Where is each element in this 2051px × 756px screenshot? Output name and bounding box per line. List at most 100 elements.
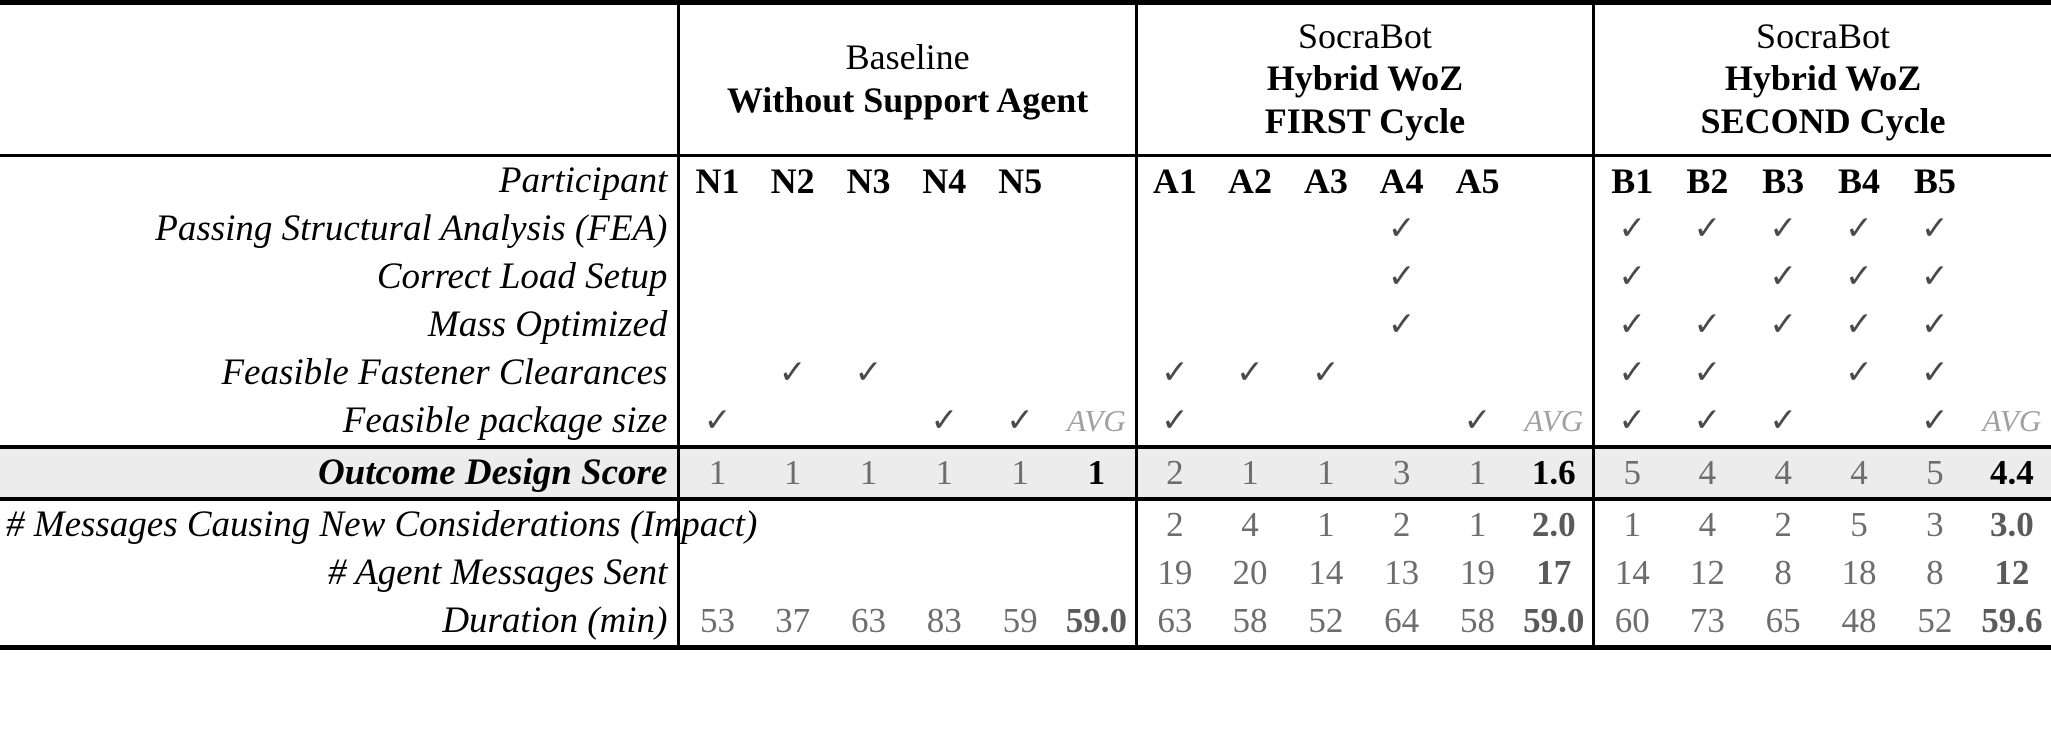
cell-value: 60 xyxy=(1592,597,1670,651)
cell-value: 1 xyxy=(830,445,907,502)
cell-value xyxy=(677,549,755,598)
cell-checkmark: ✓ xyxy=(1769,211,1797,248)
cell-value: 3 xyxy=(1363,445,1440,502)
cell-value: 4 xyxy=(1241,505,1259,545)
cell-checkmark xyxy=(982,253,1058,301)
cell-average: 1 xyxy=(1058,445,1137,502)
cell-value: 52 xyxy=(1896,597,1973,651)
cell-average: 59.0 xyxy=(1515,597,1594,651)
cell-value: B1 xyxy=(1592,154,1670,206)
cell-value xyxy=(831,549,907,597)
cell-value: 14 xyxy=(1592,549,1670,598)
cell-value: 3 xyxy=(1926,505,1944,545)
cell-checkmark xyxy=(1821,397,1897,447)
cell-value: 2 xyxy=(1134,445,1213,502)
row-label: # Agent Messages Sent xyxy=(327,552,668,594)
cell-value: 53 xyxy=(677,597,755,651)
cell-value: 52 xyxy=(1287,597,1364,651)
cell-checkmark: ✓ xyxy=(1312,355,1340,392)
cell-checkmark xyxy=(1212,301,1288,349)
group-header-line1: SocraBot xyxy=(1297,16,1432,56)
cell-value: 63 xyxy=(830,597,907,651)
row-label: # Messages Causing New Considerations (I… xyxy=(6,504,758,546)
cell-checkmark: ✓ xyxy=(1693,355,1722,392)
cell-value: B5 xyxy=(1896,154,1973,206)
cell-value: 14 xyxy=(1308,553,1344,593)
cell-average xyxy=(1973,253,2051,301)
cell-checkmark xyxy=(982,349,1058,397)
cell-value: 4 xyxy=(1669,445,1746,502)
cell-average xyxy=(1972,154,2051,206)
cell-value: A5 xyxy=(1439,154,1516,206)
cell-value: 58 xyxy=(1212,597,1288,651)
cell-checkmark: ✓ xyxy=(1769,403,1797,440)
cell-value: A4 xyxy=(1363,154,1440,206)
cell-average: 2.0 xyxy=(1531,505,1576,545)
cell-checkmark: ✓ xyxy=(1592,301,1670,350)
cell-value: B4 xyxy=(1821,154,1897,206)
cell-value xyxy=(982,549,1058,597)
cell-value: 5 xyxy=(1850,505,1868,545)
cell-checkmark xyxy=(831,253,907,301)
cell-checkmark: ✓ xyxy=(1592,253,1670,302)
cell-average xyxy=(1973,205,2051,253)
cell-checkmark xyxy=(1288,253,1364,301)
cell-value xyxy=(906,499,982,549)
group-header-line1: Baseline xyxy=(845,37,970,78)
cell-value: 1 xyxy=(677,445,755,502)
cell-checkmark: ✓ xyxy=(1006,403,1034,440)
cell-checkmark xyxy=(1440,205,1516,253)
cell-checkmark xyxy=(1134,253,1213,302)
cell-value xyxy=(677,499,755,550)
cell-checkmark: ✓ xyxy=(1769,259,1797,296)
cell-value: 64 xyxy=(1363,597,1440,651)
cell-value: 65 xyxy=(1745,597,1822,651)
row-label: Duration (min) xyxy=(0,597,679,651)
cell-value: 19 xyxy=(1459,553,1495,593)
cell-average xyxy=(1058,205,1136,253)
cell-average xyxy=(1973,349,2051,397)
cell-checkmark: ✓ xyxy=(1920,355,1949,392)
cell-value: 2 xyxy=(1392,505,1411,545)
cell-value: 18 xyxy=(1841,553,1877,593)
table-row: # Messages Causing New Considerations (I… xyxy=(0,499,2051,550)
cell-average xyxy=(1515,349,1593,397)
cell-value: 59 xyxy=(982,597,1059,651)
cell-checkmark xyxy=(1440,253,1516,301)
cell-checkmark: ✓ xyxy=(1592,349,1670,398)
cell-value: 4 xyxy=(1698,505,1717,545)
cell-checkmark xyxy=(906,349,982,397)
cell-checkmark xyxy=(982,205,1058,253)
cell-value: N2 xyxy=(754,154,831,206)
cell-checkmark: ✓ xyxy=(1920,307,1949,344)
cell-value: 4 xyxy=(1745,445,1822,502)
cell-value xyxy=(982,499,1058,549)
group-header-line2: Hybrid WoZ xyxy=(1266,58,1464,99)
cell-value: A3 xyxy=(1287,154,1364,206)
row-label: Passing Structural Analysis (FEA) xyxy=(155,208,668,250)
cell-average xyxy=(1058,301,1136,349)
cell-checkmark xyxy=(1212,205,1288,253)
row-label: Participant xyxy=(0,154,679,206)
cell-average xyxy=(1515,253,1593,301)
cell-checkmark xyxy=(1288,301,1364,349)
cell-checkmark: ✓ xyxy=(1845,355,1873,392)
cell-average xyxy=(1058,253,1136,301)
cell-value: 5 xyxy=(1592,445,1670,502)
cell-average: 59.6 xyxy=(1972,597,2051,651)
group-header-line1: SocraBot xyxy=(1756,16,1891,56)
cell-checkmark xyxy=(982,301,1058,349)
cell-checkmark xyxy=(1212,397,1288,447)
table-row: Feasible package size✓✓✓AVG✓✓AVG✓✓✓✓AVG xyxy=(0,397,2051,448)
cell-average xyxy=(1058,154,1137,206)
cell-value: N1 xyxy=(677,154,755,206)
table-row: Correct Load Setup✓✓✓✓✓ xyxy=(0,253,2051,302)
cell-value: 1 xyxy=(906,445,983,502)
cell-average: AVG xyxy=(1067,403,1126,439)
